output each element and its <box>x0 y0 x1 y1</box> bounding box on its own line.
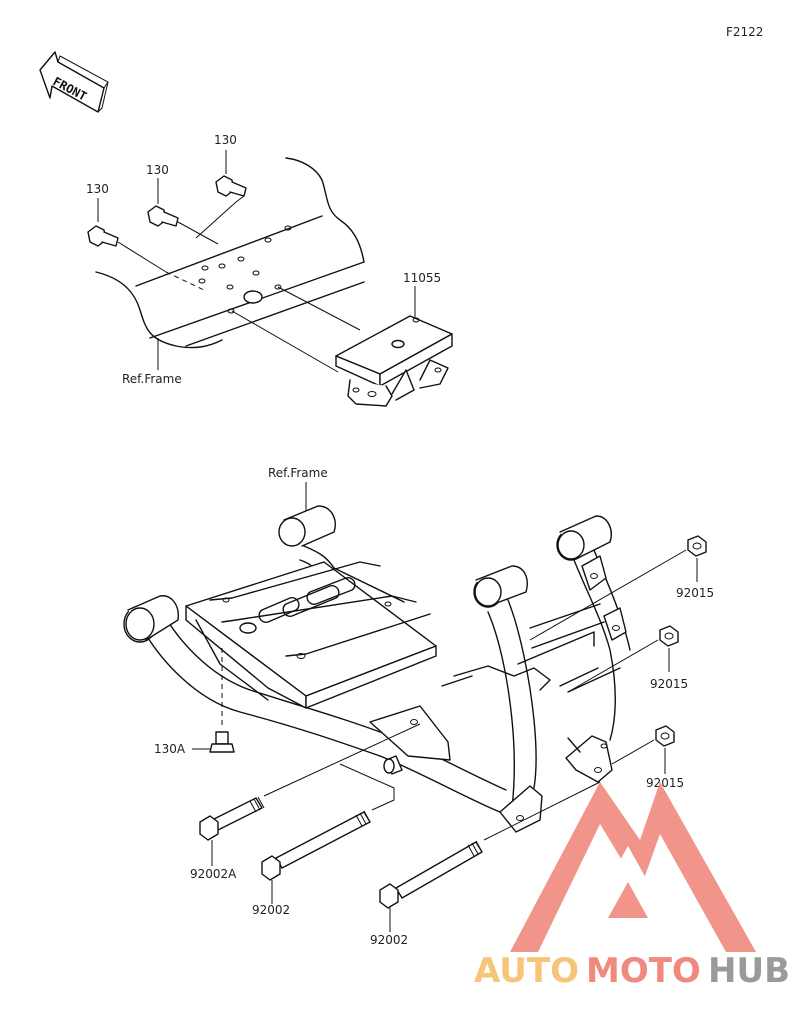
diagram-code: F2122 <box>726 25 763 39</box>
front-label: FRONT <box>51 74 89 103</box>
lower-frame-assembly <box>123 505 631 833</box>
nut-92015-top <box>687 535 707 557</box>
bracket-11055 <box>335 315 453 407</box>
watermark-logo-icon <box>510 782 756 952</box>
label-92002-lower: 92002 <box>370 933 408 947</box>
spacer-sleeve <box>383 755 403 775</box>
bolt-92002A <box>199 796 265 841</box>
watermark-moto: MOTO <box>586 951 701 991</box>
label-130-left: 130 <box>86 182 109 196</box>
label-ref-frame-bottom: Ref.Frame <box>268 466 328 480</box>
label-130-middle: 130 <box>146 163 169 177</box>
label-ref-frame-top: Ref.Frame <box>122 372 182 386</box>
label-92015-top: 92015 <box>676 586 714 600</box>
frame-rail-section <box>95 157 365 349</box>
label-92002-middle: 92002 <box>252 903 290 917</box>
bolt-130-right <box>215 175 247 197</box>
label-130A: 130A <box>154 742 186 756</box>
bolt-130-middle <box>147 205 179 227</box>
label-92015-middle: 92015 <box>650 677 688 691</box>
label-92002A: 92002A <box>190 867 237 881</box>
label-92015-bottom: 92015 <box>646 776 684 790</box>
bolt-130-left <box>87 225 119 247</box>
label-11055: 11055 <box>403 271 441 285</box>
bolt-92002-middle <box>261 810 371 881</box>
label-130-right: 130 <box>214 133 237 147</box>
bolt-92002-lower <box>379 840 483 909</box>
watermark-auto: AUTO <box>474 951 579 991</box>
watermark-hub: HUB <box>708 951 790 991</box>
nut-92015-middle <box>659 625 679 647</box>
front-arrow-icon <box>39 51 109 113</box>
nut-92015-bottom <box>655 725 675 747</box>
bolt-130A <box>209 648 235 753</box>
